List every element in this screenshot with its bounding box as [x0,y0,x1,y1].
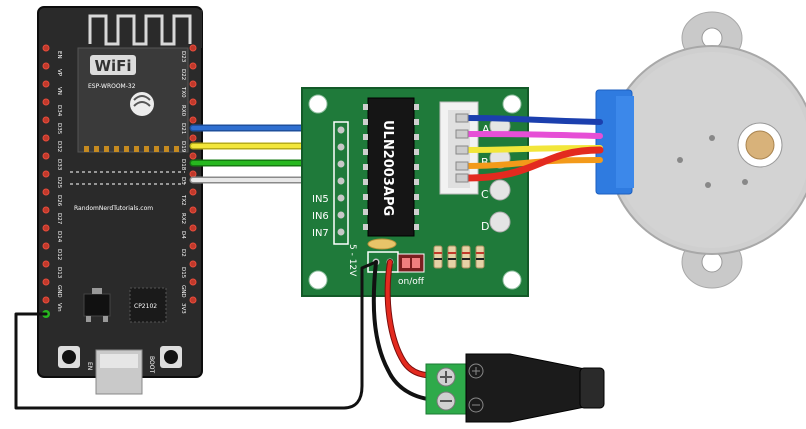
module-label: ESP-WROOM-32 [88,83,136,90]
wire-motor-pink [463,131,603,139]
pin-label: VP [56,69,62,77]
led-d-label: D [481,220,489,233]
en-button[interactable] [58,346,80,368]
esp32-left-header [42,44,50,304]
pin-label: TX0 [180,86,186,98]
wire-motor-red [462,146,604,182]
usb-chip [129,287,167,323]
pin-label: 3V3 [180,303,186,314]
pin-label: D4 [180,231,186,239]
dc-barrel-jack [425,353,605,423]
pin-label: D35 [56,123,62,135]
uln2003-chip [367,97,415,237]
website-label: RandomNerdTutorials.com [74,205,153,212]
pin-label: D15 [180,267,186,279]
chip-label: ULN2003APG [380,120,395,216]
in6-label: IN6 [312,211,329,222]
wire-ground-loop [14,260,378,410]
pin-label: RX2 [180,213,186,224]
uln2003-driver-board: IN5 IN6 IN7 ULN2003APG A B C D [301,87,529,297]
usb-chip-label: CP2102 [134,303,157,310]
pin-label: D34 [56,105,62,117]
pin-label: D22 [180,69,186,80]
esp32-left-pin-labels: EN VP VN D34 D35 D32 D33 D25 D26 D27 D14… [56,51,62,312]
led-c-label: C [481,188,489,201]
wire-power-dc [385,260,442,378]
pin-label: D23 [180,51,186,63]
pin-label: D27 [56,213,62,225]
pin-label: TX2 [180,194,186,206]
wifi-logo [90,55,136,75]
pin-label: D33 [56,159,62,171]
pin-label: D25 [56,177,62,189]
en-button-label: EN [86,362,93,370]
pin-label: D26 [56,195,62,207]
wire-motor-orange [463,157,603,169]
power-wires [14,259,443,410]
motor-wires [455,113,604,183]
pin-label: D32 [56,141,62,152]
wifi-logo-text: WiFi [94,57,131,75]
pin-label: D14 [56,231,62,243]
in7-label: IN7 [312,228,329,239]
pin-label: D19 [180,141,186,153]
power-jumper[interactable] [397,253,425,273]
pin-label: GND [56,285,62,298]
stepper-motor [595,11,806,289]
pin-label: D18 [180,159,186,171]
pin-label: D21 [180,123,186,134]
led-b-label: B [481,156,489,169]
pin-label: GND [180,285,186,298]
pin-label: D12 [56,249,62,260]
in5-label: IN5 [312,194,329,205]
esp32-right-pin-labels: D23 D22 TX0 RX0 D21 D19 D18 D5 TX2 RX2 D… [180,51,186,314]
pin-label: D2 [180,249,186,257]
esp32-right-header [189,44,197,304]
pin-label: Vin [56,303,62,312]
pin-label: EN [56,51,62,59]
capacitor [367,238,397,250]
wire-motor-yellow [463,145,603,153]
resistors [433,245,485,269]
pin-label: D13 [56,267,62,279]
wire-ground-dc [371,260,442,402]
pin-label: D5 [180,177,186,185]
voltage-label: 5 - 12V [347,244,357,277]
led-a-label: A [482,123,490,136]
pin-label: RX0 [180,105,186,117]
boot-button-label: BOOT [148,356,155,373]
pin-label: VN [56,87,62,95]
voltage-regulator [83,293,111,317]
switch-label: on/off [398,277,425,287]
wire-motor-blue [463,115,603,125]
antenna-trace [88,14,192,46]
boot-button[interactable] [160,346,182,368]
motor-shaft [745,130,775,160]
esp32-board: WiFi ESP-WROOM-32 RandomNerdTutorials.co… [37,6,203,395]
